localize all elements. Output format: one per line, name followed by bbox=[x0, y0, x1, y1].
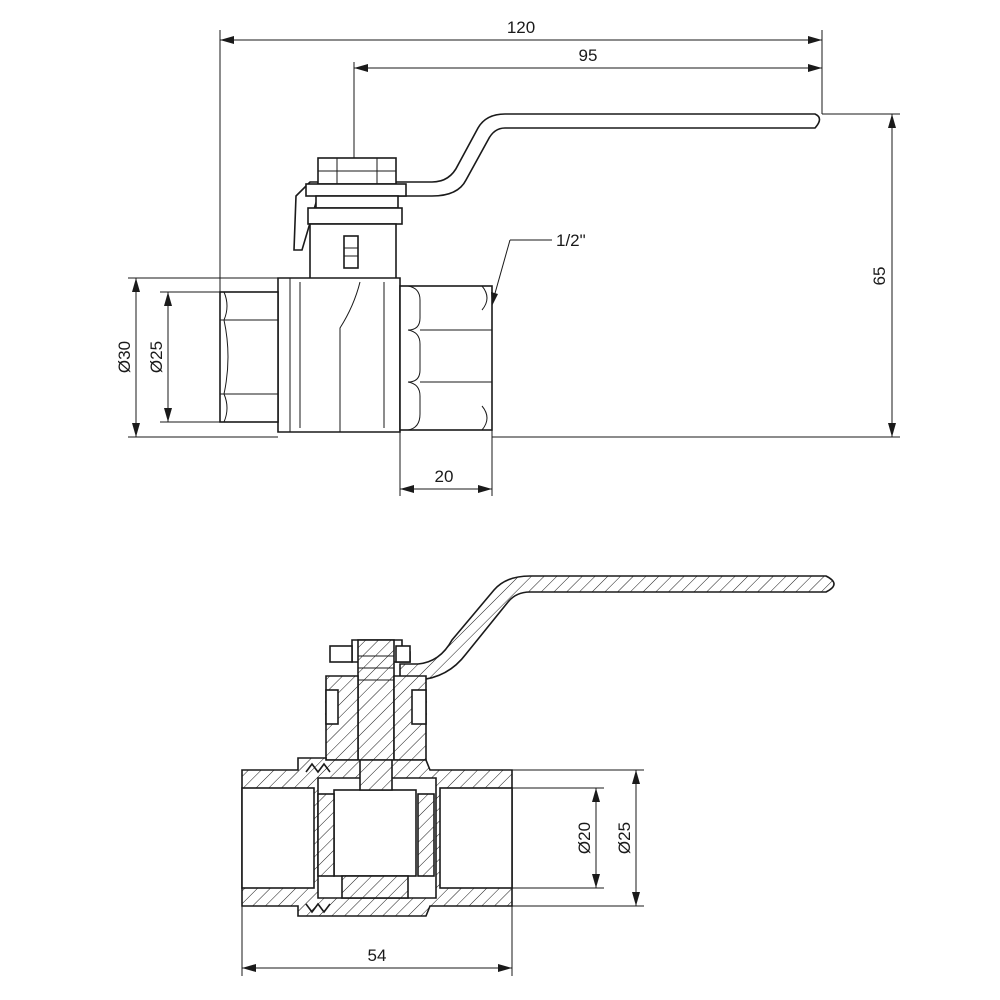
lever-plate bbox=[305, 183, 407, 197]
gland-nut bbox=[315, 195, 399, 209]
valve-body bbox=[277, 277, 401, 433]
section-bore-right bbox=[439, 787, 513, 889]
dim-thread-size: 1/2" bbox=[556, 231, 586, 250]
top-view bbox=[219, 113, 821, 433]
dim-bore-diameter: Ø20 bbox=[575, 822, 594, 854]
dim-height: 65 bbox=[870, 267, 889, 286]
dim-bore-outer-diameter: Ø25 bbox=[615, 822, 634, 854]
dim-body-length: 54 bbox=[368, 946, 387, 965]
section-bore-left bbox=[241, 787, 315, 889]
left-hex-end bbox=[219, 291, 279, 423]
section-view-dimensions: Ø20 Ø25 54 bbox=[241, 769, 644, 976]
dim-overall-length: 120 bbox=[507, 18, 535, 37]
dim-inner-diameter: Ø25 bbox=[147, 341, 166, 373]
lever-handle bbox=[394, 113, 821, 197]
top-view-dimensions: 120 95 65 1/2" Ø30 Ø25 bbox=[115, 18, 900, 496]
dim-thread-length: 20 bbox=[435, 467, 454, 486]
dim-outer-diameter: Ø30 bbox=[115, 341, 134, 373]
right-hex-end bbox=[399, 285, 493, 431]
section-view bbox=[241, 575, 835, 917]
stem-slot bbox=[343, 235, 359, 269]
dim-lever-length: 95 bbox=[579, 46, 598, 65]
section-lever bbox=[399, 575, 835, 681]
